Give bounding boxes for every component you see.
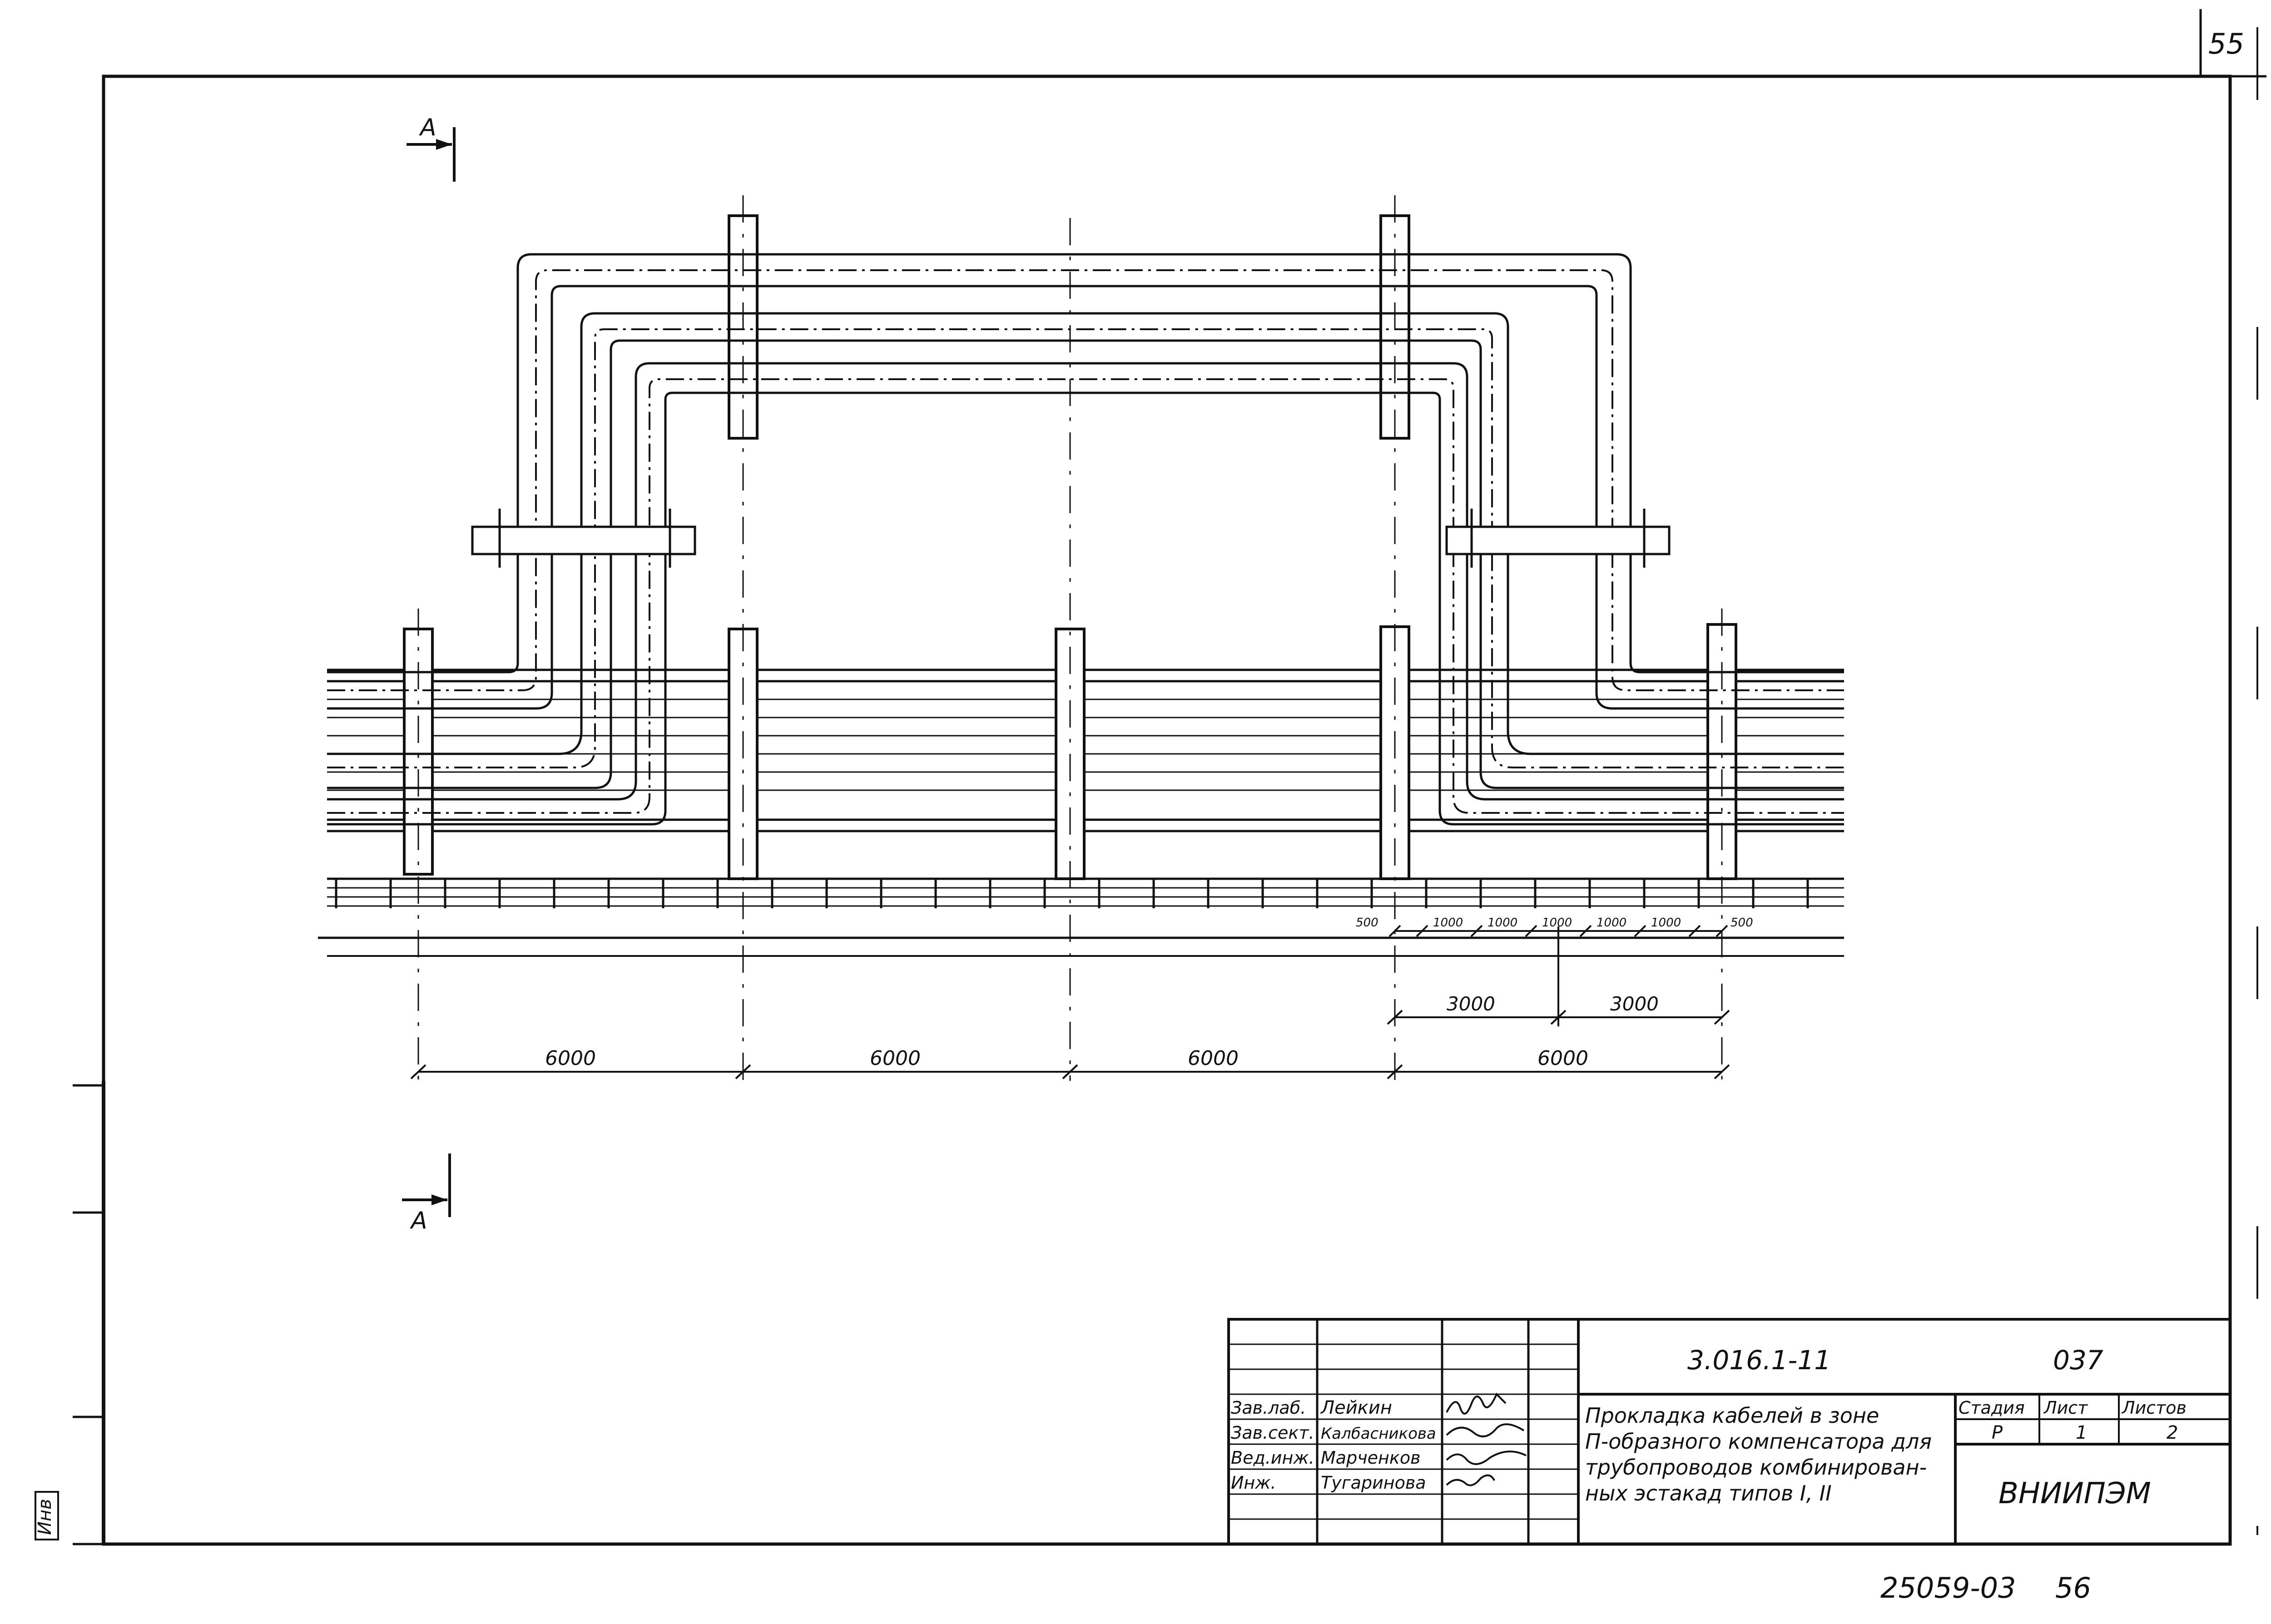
dim-span-1: 6000 (545, 1047, 596, 1070)
section-mark-bottom (402, 1154, 451, 1217)
small-dim-tick (1716, 925, 1728, 937)
dim-small-2: 1000 (1433, 916, 1463, 930)
dimension-lines (410, 926, 1730, 1079)
sheet-value: 1 (2076, 1422, 2087, 1443)
small-dim-tick (1579, 925, 1592, 937)
signer-name: Марченков (1321, 1448, 1420, 1468)
inventory-stamp: Инв (35, 1499, 55, 1535)
title-line: Прокладка кабелей в зоне (1585, 1403, 1879, 1428)
riser-brackets (471, 509, 1671, 568)
document-code: 3.016.1-11 (1687, 1345, 1831, 1376)
compensator-loops (327, 253, 1844, 826)
signatures (1446, 1392, 1527, 1486)
small-dim-tick (1525, 925, 1537, 937)
signer-role: Зав.лаб. (1231, 1398, 1306, 1418)
title-line: трубопроводов комбинирован- (1585, 1455, 1927, 1480)
signer-name: Тугаринова (1321, 1473, 1426, 1493)
section-label-bottom: А (410, 1207, 427, 1234)
section-label-top: А (419, 114, 436, 141)
signers-list: Зав.лаб. Лейкин Зав.сект. Калбасникова В… (1231, 1397, 1436, 1493)
organization-name: ВНИИПЭМ (1998, 1477, 2151, 1510)
signer-role: Вед.инж. (1231, 1448, 1314, 1468)
corner-page-number: 55 (2208, 27, 2244, 60)
drawing-title: Прокладка кабелей в зоне П-образного ком… (1585, 1403, 1932, 1505)
stage-value: Р (1992, 1422, 2003, 1443)
archive-page: 56 (2055, 1571, 2091, 1604)
title-line: П-образного компенсатора для (1585, 1429, 1932, 1454)
sheets-header: Листов (2121, 1398, 2187, 1418)
small-dimension-ticks (1388, 925, 1728, 937)
dim-small-5: 1000 (1597, 916, 1626, 930)
archive-code: 25059-03 (1880, 1571, 2016, 1604)
dim-half-2: 3000 (1610, 993, 1659, 1015)
stage-header: Стадия (1959, 1398, 2025, 1418)
signer-name: Лейкин (1320, 1397, 1392, 1418)
small-dim-tick (1416, 925, 1428, 937)
sheet-code: 037 (2053, 1345, 2103, 1376)
signer-role: Инж. (1231, 1473, 1276, 1493)
sheets-value: 2 (2167, 1422, 2178, 1443)
signer-role: Зав.сект. (1231, 1423, 1314, 1443)
title-block-grid (1227, 1318, 2231, 1545)
section-mark-top (407, 127, 456, 182)
dim-span-3: 6000 (1188, 1047, 1239, 1070)
small-dim-tick (1388, 925, 1401, 937)
dim-small-1: 500 (1356, 916, 1378, 930)
signer-name: Калбасникова (1321, 1425, 1436, 1443)
dim-small-6: 1000 (1651, 916, 1681, 930)
small-dim-tick (1634, 925, 1646, 937)
small-dim-tick (1688, 925, 1701, 937)
dim-half-1: 3000 (1447, 993, 1495, 1015)
inventory-stamp-box (35, 1491, 59, 1540)
small-dimension-texts: 500 1000 1000 1000 1000 1000 500 (1356, 916, 1753, 930)
dim-span-2: 6000 (870, 1047, 921, 1070)
dim-span-4: 6000 (1537, 1047, 1588, 1070)
dim-small-7: 500 (1731, 916, 1753, 930)
dim-small-3: 1000 (1488, 916, 1517, 930)
small-dim-tick (1470, 925, 1483, 937)
sheet-header: Лист (2043, 1398, 2088, 1418)
axis-centre-lines (417, 195, 1723, 1081)
span-dimension-texts: 6000 6000 6000 6000 3000 3000 (545, 993, 1659, 1070)
sheet-frame (73, 9, 2266, 1546)
dim-small-4: 1000 (1542, 916, 1572, 930)
title-line: ных эстакад типов I, II (1585, 1481, 1832, 1505)
tray-ticks (335, 879, 1809, 908)
